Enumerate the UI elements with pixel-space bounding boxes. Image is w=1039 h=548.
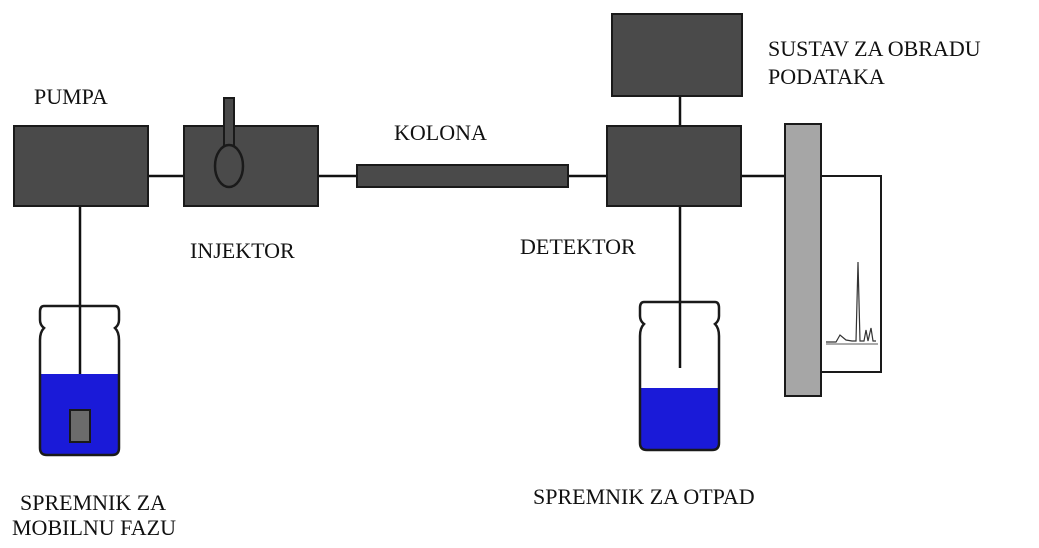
injector-body — [183, 125, 319, 207]
recorder-paper — [820, 175, 882, 373]
recorder-frame — [784, 123, 822, 397]
waste-liquid — [640, 388, 719, 450]
waste-bottle-outline — [638, 300, 721, 452]
mobile-phase-bottle — [38, 304, 121, 457]
label-data-system-line1: SUSTAV ZA OBRADU — [768, 36, 981, 61]
waste-bottle — [638, 300, 721, 452]
injector-port — [223, 97, 235, 149]
injector-unit — [183, 97, 319, 207]
column-tube — [356, 164, 569, 188]
recorder — [784, 123, 882, 397]
detector-unit — [606, 125, 742, 207]
label-detector: DETEKTOR — [520, 234, 636, 259]
label-mobile-reservoir-line2: MOBILNU FAZU — [12, 515, 176, 540]
data-processing-unit — [611, 13, 743, 97]
label-column: KOLONA — [394, 120, 487, 145]
label-data-system-line2: PODATAKA — [768, 64, 885, 89]
label-waste-reservoir: SPREMNIK ZA OTPAD — [533, 484, 755, 509]
injector-loop — [213, 143, 245, 189]
chromatogram-trace — [826, 261, 876, 343]
mobile-phase-bottle-outline — [38, 304, 121, 457]
label-mobile-reservoir-line1: SPREMNIK ZA — [20, 490, 167, 515]
inlet-filter — [69, 409, 91, 443]
pump-unit — [13, 125, 149, 207]
label-injector: INJEKTOR — [190, 238, 295, 263]
label-pump: PUMPA — [34, 84, 108, 109]
